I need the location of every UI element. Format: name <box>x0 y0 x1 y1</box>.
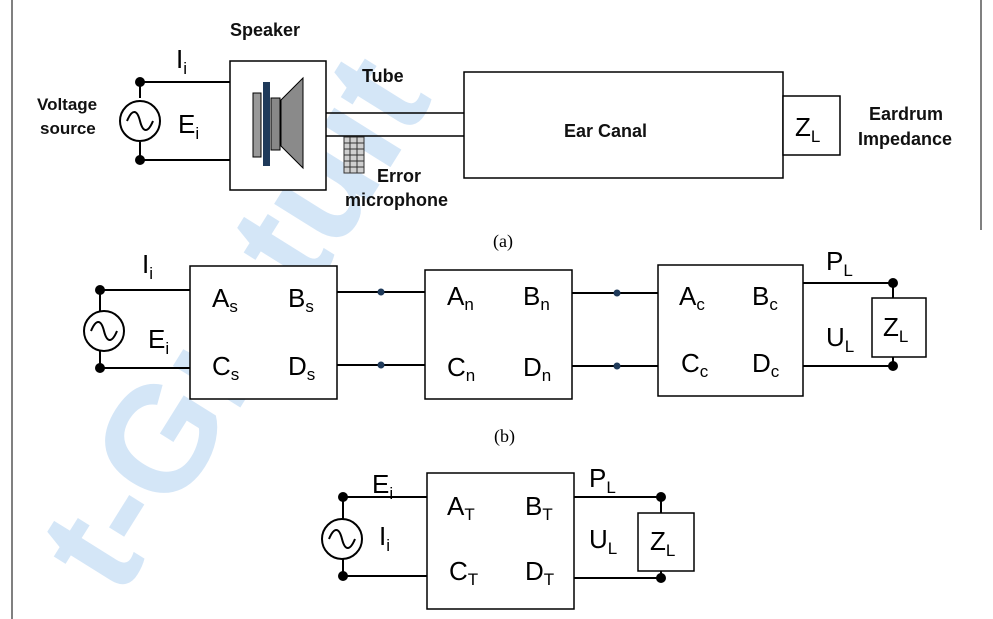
speaker-pole <box>270 97 281 151</box>
matrix-element-a: Ac <box>679 281 705 314</box>
voltage-source-label-line1: Voltage <box>37 95 97 114</box>
ear-canal-label: Ear Canal <box>564 121 647 141</box>
speaker-cone-icon <box>280 76 304 170</box>
speaker-magnet <box>252 92 262 158</box>
terminal-node <box>338 571 348 581</box>
matrix-element-c: Cn <box>447 352 475 385</box>
terminal-node <box>95 363 105 373</box>
input-emf-label: Ei <box>178 109 199 143</box>
load-impedance-box <box>637 512 695 572</box>
output-pressure-label: PL <box>589 463 616 497</box>
microphone-grille <box>344 137 364 173</box>
sine-wave-icon <box>328 529 356 549</box>
panel-b: Ii Ei As Bs Cs Ds An Bn Cn Dn Ac Bc <box>83 246 927 447</box>
voltage-source-label-line2: source <box>40 119 96 138</box>
junction-node <box>377 361 385 369</box>
matrix-element-a: AT <box>447 491 475 524</box>
matrix-element-d: Dc <box>752 348 780 381</box>
matrix-element-d: DT <box>525 556 554 589</box>
terminal-node <box>888 278 898 288</box>
eardrum-label-line1: Eardrum <box>869 104 943 124</box>
matrix-element-d: Ds <box>288 351 315 384</box>
sine-wave-icon <box>126 111 154 131</box>
tube-label: Tube <box>362 66 404 86</box>
junction-node <box>613 362 621 370</box>
matrix-element-b: Bn <box>523 281 550 314</box>
panel-c: Ei Ii AT BT CT DT PL UL ZL <box>321 463 695 610</box>
panel-a: Voltage source Ii Ei Speaker Tube <box>37 20 952 252</box>
load-impedance-box <box>871 297 927 358</box>
tube-matrix-block <box>424 269 573 400</box>
terminal-node <box>656 573 666 583</box>
output-pressure-label: PL <box>826 246 853 280</box>
speaker-label: Speaker <box>230 20 300 40</box>
eardrum-load-label: ZL <box>795 112 820 146</box>
sine-wave-icon <box>90 321 118 341</box>
caption-b: (b) <box>494 426 515 447</box>
input-emf-label: Ei <box>148 324 169 358</box>
terminal-node <box>135 77 145 87</box>
eardrum-load-box <box>782 95 841 156</box>
matrix-element-a: As <box>212 283 238 316</box>
terminal-node <box>135 155 145 165</box>
matrix-element-a: An <box>447 281 474 314</box>
input-emf-label: Ei <box>372 469 393 503</box>
output-velocity-label: UL <box>826 322 854 356</box>
speaker-matrix-block <box>189 265 338 400</box>
matrix-element-b: BT <box>525 491 553 524</box>
matrix-element-b: Bc <box>752 281 778 314</box>
error-microphone-label-line2: microphone <box>345 190 448 210</box>
terminal-node <box>656 492 666 502</box>
output-velocity-label: UL <box>589 524 617 558</box>
ear-canal-box <box>463 71 784 179</box>
caption-a: (a) <box>493 231 513 252</box>
error-microphone-label-line1: Error <box>377 166 421 186</box>
terminal-node <box>95 285 105 295</box>
matrix-element-c: Cs <box>212 351 239 384</box>
load-impedance-label: ZL <box>650 526 675 560</box>
input-current-label: Ii <box>379 521 390 555</box>
terminal-node <box>338 492 348 502</box>
matrix-element-c: CT <box>449 556 478 589</box>
terminal-node <box>888 361 898 371</box>
canal-matrix-block <box>657 264 804 397</box>
junction-node <box>377 288 385 296</box>
speaker-coil <box>263 82 270 166</box>
input-current-label: Ii <box>142 249 153 283</box>
matrix-element-c: Cc <box>681 348 709 381</box>
total-matrix-block <box>426 472 575 610</box>
matrix-element-b: Bs <box>288 283 314 316</box>
eardrum-label-line2: Impedance <box>858 129 952 149</box>
junction-node <box>613 289 621 297</box>
load-impedance-label: ZL <box>883 312 908 346</box>
input-current-label: Ii <box>176 44 187 78</box>
matrix-element-d: Dn <box>523 352 551 385</box>
